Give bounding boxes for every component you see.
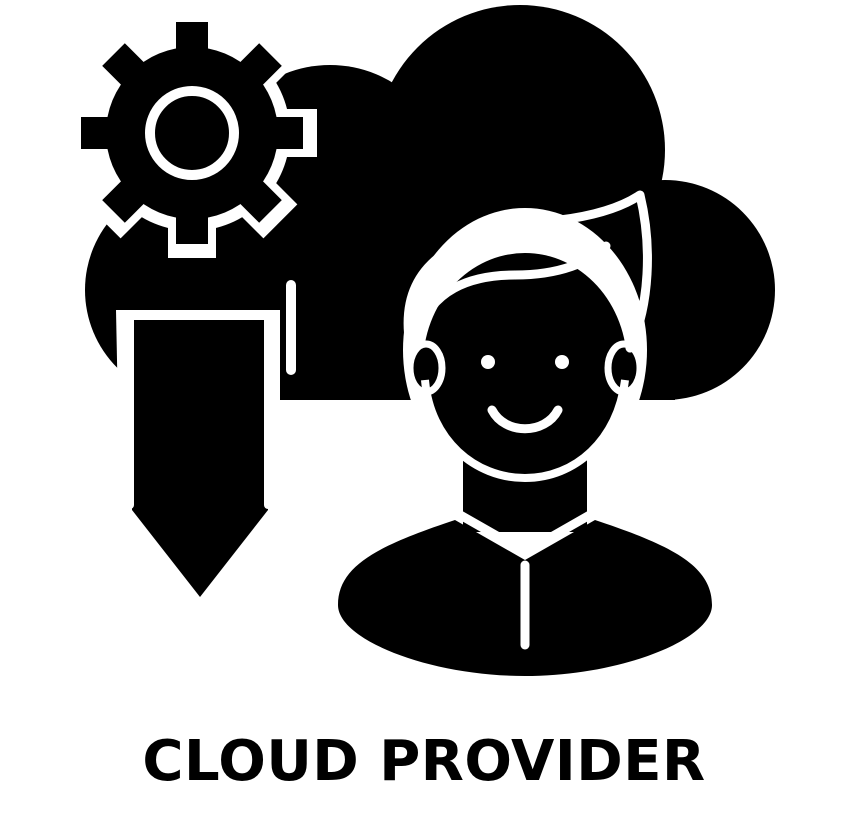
gear-icon [67, 8, 317, 258]
person-icon [330, 190, 720, 690]
icon-caption: CLOUD PROVIDER [142, 729, 706, 794]
down-arrow-icon [116, 310, 280, 612]
